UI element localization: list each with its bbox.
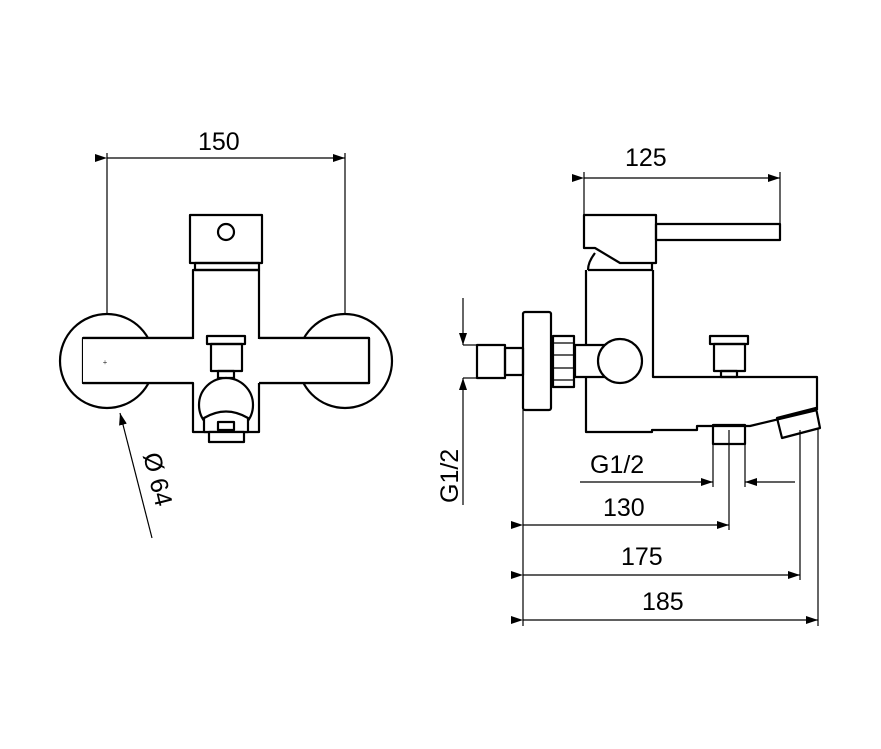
lever-handle-side xyxy=(582,213,658,265)
outlet-dimension-label: 130 xyxy=(603,494,645,522)
spout-dimension-label: 175 xyxy=(621,543,663,571)
lever-arm xyxy=(654,222,782,242)
outlet-thread-label: G1/2 xyxy=(590,451,644,479)
lever-dimension-label: 125 xyxy=(625,144,667,172)
flange xyxy=(521,310,553,412)
width-dimension-label: 150 xyxy=(198,128,240,156)
overall-dimension-label: 185 xyxy=(642,588,684,616)
front-view: 150 + Ø 64 xyxy=(58,128,394,539)
hex-nut xyxy=(551,334,576,389)
inlet-pipe xyxy=(475,343,507,380)
diameter-label: Ø 64 xyxy=(137,450,177,509)
cam-connector xyxy=(596,337,644,385)
diameter-leader xyxy=(119,412,153,539)
inlet-thread-label: G1/2 xyxy=(436,449,464,503)
svg-text:+: + xyxy=(103,358,108,367)
spout-nozzle xyxy=(775,406,822,440)
side-view: 125 G1/2 G1/2 130 xyxy=(436,144,822,626)
